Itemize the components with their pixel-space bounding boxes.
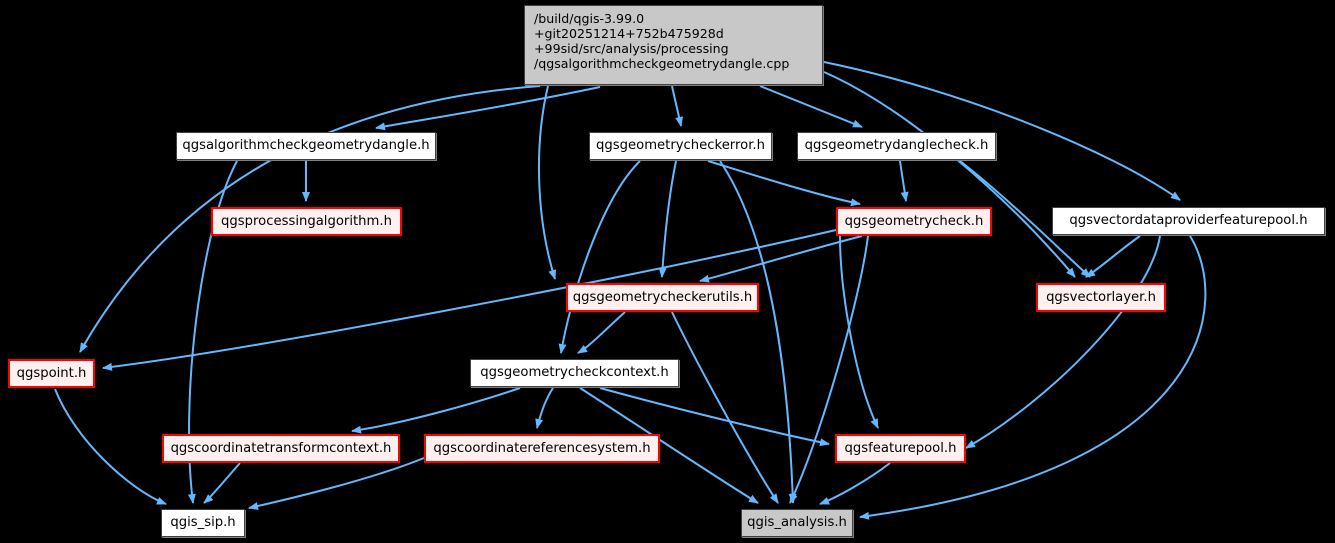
edge-root-to-alg	[375, 86, 601, 131]
edge-vdpfp-to-vlayer	[1085, 235, 1141, 278]
edge-root-to-vlayer	[823, 71, 1076, 278]
edge-gctx-to-ctxform	[351, 387, 521, 434]
edge-gcheck-to-analysis	[789, 235, 869, 504]
edge-gcutils-to-analysis	[671, 311, 779, 504]
node-crs[interactable]: qgscoordinatereferencesystem.h	[424, 434, 660, 463]
edge-root-to-gcutils	[538, 85, 557, 280]
edge-root-to-gcerror	[671, 85, 684, 127]
edge-gcerror-to-gcheck	[707, 160, 861, 207]
edge-point-to-sip	[54, 388, 167, 505]
edge-vdpfp-to-fpool	[965, 235, 1161, 449]
edge-gcutils-to-gctx	[577, 311, 626, 354]
edge-danglechk-to-vlayer	[959, 160, 1091, 278]
edge-gctx-to-crs	[535, 387, 554, 429]
edge-vdpfp-to-analysis	[859, 235, 1207, 520]
node-ctxform[interactable]: qgscoordinatetransformcontext.h	[162, 434, 400, 463]
edge-root-to-vdpfp	[823, 61, 1181, 201]
edge-danglechk-to-gcheck	[899, 160, 909, 202]
edge-crs-to-sip	[248, 457, 425, 510]
node-gctx[interactable]: qgsgeometrycheckcontext.h	[470, 359, 679, 387]
node-point[interactable]: qgspoint.h	[8, 359, 95, 388]
node-gcutils[interactable]: qgsgeometrycheckerutils.h	[566, 283, 759, 312]
edge-gcerror-to-gcutils	[658, 160, 677, 278]
edge-gcheck-to-fpool	[839, 235, 879, 429]
node-gcheck[interactable]: qgsgeometrycheck.h	[836, 207, 992, 236]
edge-gctx-to-analysis	[579, 387, 759, 504]
node-procalg[interactable]: qgsprocessingalgorithm.h	[211, 207, 402, 236]
node-gcerror[interactable]: qgsgeometrycheckerror.h	[589, 132, 772, 160]
edge-root-to-danglechk	[759, 85, 863, 128]
edge-root-to-point	[79, 85, 541, 353]
node-fpool[interactable]: qgsfeaturepool.h	[835, 434, 966, 463]
node-root[interactable]: /build/qgis-3.99.0 +git20251214+752b4759…	[524, 5, 823, 85]
edge-fpool-to-analysis	[819, 462, 891, 505]
edge-gcheck-to-point	[102, 229, 837, 371]
edge-gcerror-to-gctx	[558, 160, 641, 354]
edge-ctxform-to-sip	[203, 462, 241, 504]
node-vlayer[interactable]: qgsvectorlayer.h	[1036, 283, 1166, 312]
node-alg[interactable]: qgsalgorithmcheckgeometrydangle.h	[176, 132, 436, 160]
node-analysis[interactable]: qgis_analysis.h	[741, 509, 853, 537]
node-danglechk[interactable]: qgsgeometrydanglecheck.h	[797, 132, 996, 160]
node-sip[interactable]: qgis_sip.h	[161, 509, 245, 537]
node-vdpfp[interactable]: qgsvectordataproviderfeaturepool.h	[1052, 207, 1325, 235]
edge-gcerror-to-analysis	[719, 160, 797, 504]
edge-gctx-to-fpool	[599, 387, 830, 447]
